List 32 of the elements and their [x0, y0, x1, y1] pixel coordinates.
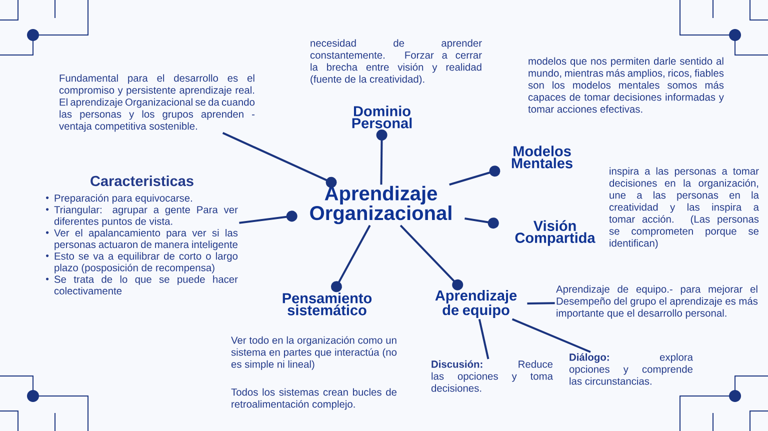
node-label: Ver el apalancamiento para ver si las personas actuaron de manera inteligente: [54, 229, 238, 250]
connector-line: [449, 166, 500, 186]
description-text: necesidad de aprender constantemente. Forzar a cerrar la brecha entre visión y realidad (fuente de la creatividad).: [310, 39, 482, 85]
connector-line: [239, 210, 298, 224]
connector-line: [376, 130, 388, 185]
description-text: Ver todo en la organización como un sistema en partes que interactúa (no es simple ni lineal): [231, 336, 397, 370]
description-text: modelos que nos permiten darle sentido al mundo, mientras más amplios, ricos, fiables son los modelos mentales somos más capaces de tomar decisiones informadas y tomar acciones efectivas.: [528, 57, 724, 113]
title-text: Aprendizaje Organizacional: [310, 186, 452, 224]
connector-line: [464, 217, 499, 229]
branch-heading: Pensamiento sistemático: [282, 292, 372, 316]
branch-heading: Dominio Personal: [352, 106, 412, 128]
description-text: Aprendizaje de equipo.- para mejorar el Desempeño del grupo el aprendizaje es más importante que el desarrollo personal.: [556, 285, 758, 319]
description-text: inspira a las personas a tomar decisiones en la organización, une a las personas en la creatividad y las inspira a tomar acción. (Las personas se comprometen porque se identifican): [609, 167, 759, 249]
node-label: Se trata de lo que se puede hacer colectivamente: [54, 275, 238, 294]
node-label: Preparación para equivocarse.: [54, 194, 192, 204]
connector-line: [330, 224, 371, 292]
node-label: Esto se va a equilibrar de corto o largo plazo (posposición de recompensa): [54, 252, 238, 274]
description-text: Discusión: Reduce las opciones y toma decisiones.: [431, 360, 553, 392]
node-label: Caracteristicas: [90, 176, 194, 186]
connector-line: [478, 319, 490, 360]
branch-heading: Modelos Mentales: [512, 146, 572, 168]
connector-line: [527, 302, 555, 304]
node-label: Triangular: agrupar a gente Para ver diferentes puntos de vista.: [54, 206, 238, 227]
branch-heading: Aprendizaje de equipo: [435, 290, 517, 318]
connector-line: [512, 318, 591, 353]
description-text: Todos los sistemas crean bucles de retroalimentación complejo.: [231, 388, 397, 410]
connector-line: [400, 224, 464, 290]
connector-line: [222, 132, 337, 188]
branch-heading: Visión Compartida: [515, 220, 596, 246]
description-text: Diálogo: explora opciones y comprende las circunstancias.: [569, 353, 693, 385]
characteristics-list: Caracteristicas Preparación para equivocarse. Triangular: agrupar a gente Para ver diferentes puntos de vista. Ver el apalancamiento para ver si las personas actuaron de manera inteligente Esto se va a equilibrar de corto o largo plazo (posposición de recompensa) Se trata de lo que se puede hacer colectivamente: [46, 176, 238, 294]
description-text: Fundamental para el desarrollo es el compromiso y persistente aprendizaje real. El aprendizaje Organizacional se da cuando las personas y los grupos aprenden - ventaja competitiva sostenible.: [59, 74, 255, 132]
